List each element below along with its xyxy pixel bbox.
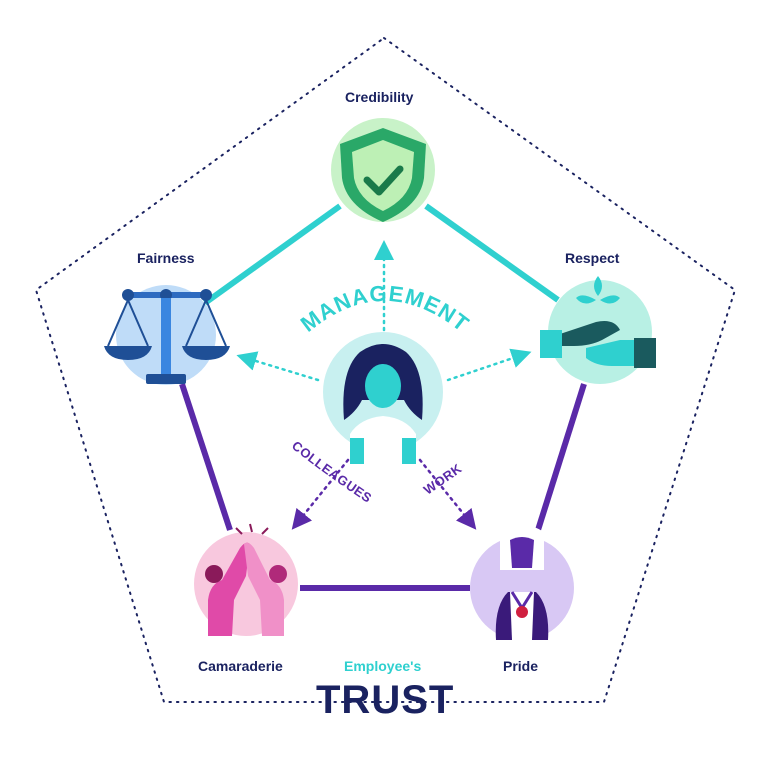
camaraderie-label: Camaraderie <box>198 658 283 674</box>
fairness-node <box>104 285 230 385</box>
pride-label: Pride <box>503 658 539 674</box>
edge-fairness-camaraderie <box>179 383 233 531</box>
footer-subtitle: Employee's <box>344 658 422 674</box>
fairness-label: Fairness <box>137 250 195 266</box>
credibility-node <box>331 118 435 222</box>
scales-icon <box>104 289 230 384</box>
center-employee-node <box>323 332 443 464</box>
credibility-label: Credibility <box>345 89 414 105</box>
footer-title: TRUST <box>316 678 455 722</box>
arrow-to-pride <box>418 458 477 530</box>
respect-node <box>540 276 656 384</box>
arrow-to-fairness <box>236 351 320 382</box>
high-five-icon <box>205 523 287 636</box>
pride-node <box>470 525 574 640</box>
shield-check-icon <box>340 128 426 222</box>
work-label: WORK <box>421 461 465 498</box>
edge-credibility-respect <box>424 203 560 303</box>
edge-credibility-fairness <box>203 203 342 306</box>
hand-lotus-icon <box>540 276 656 368</box>
edge-respect-pride <box>535 383 587 531</box>
respect-label: Respect <box>565 250 620 266</box>
arrow-to-respect <box>446 348 532 382</box>
medal-person-icon <box>495 525 549 640</box>
camaraderie-node <box>194 523 298 636</box>
employee-icon <box>343 344 423 464</box>
outer-pentagon <box>34 36 737 703</box>
arrow-to-camaraderie <box>291 458 350 530</box>
